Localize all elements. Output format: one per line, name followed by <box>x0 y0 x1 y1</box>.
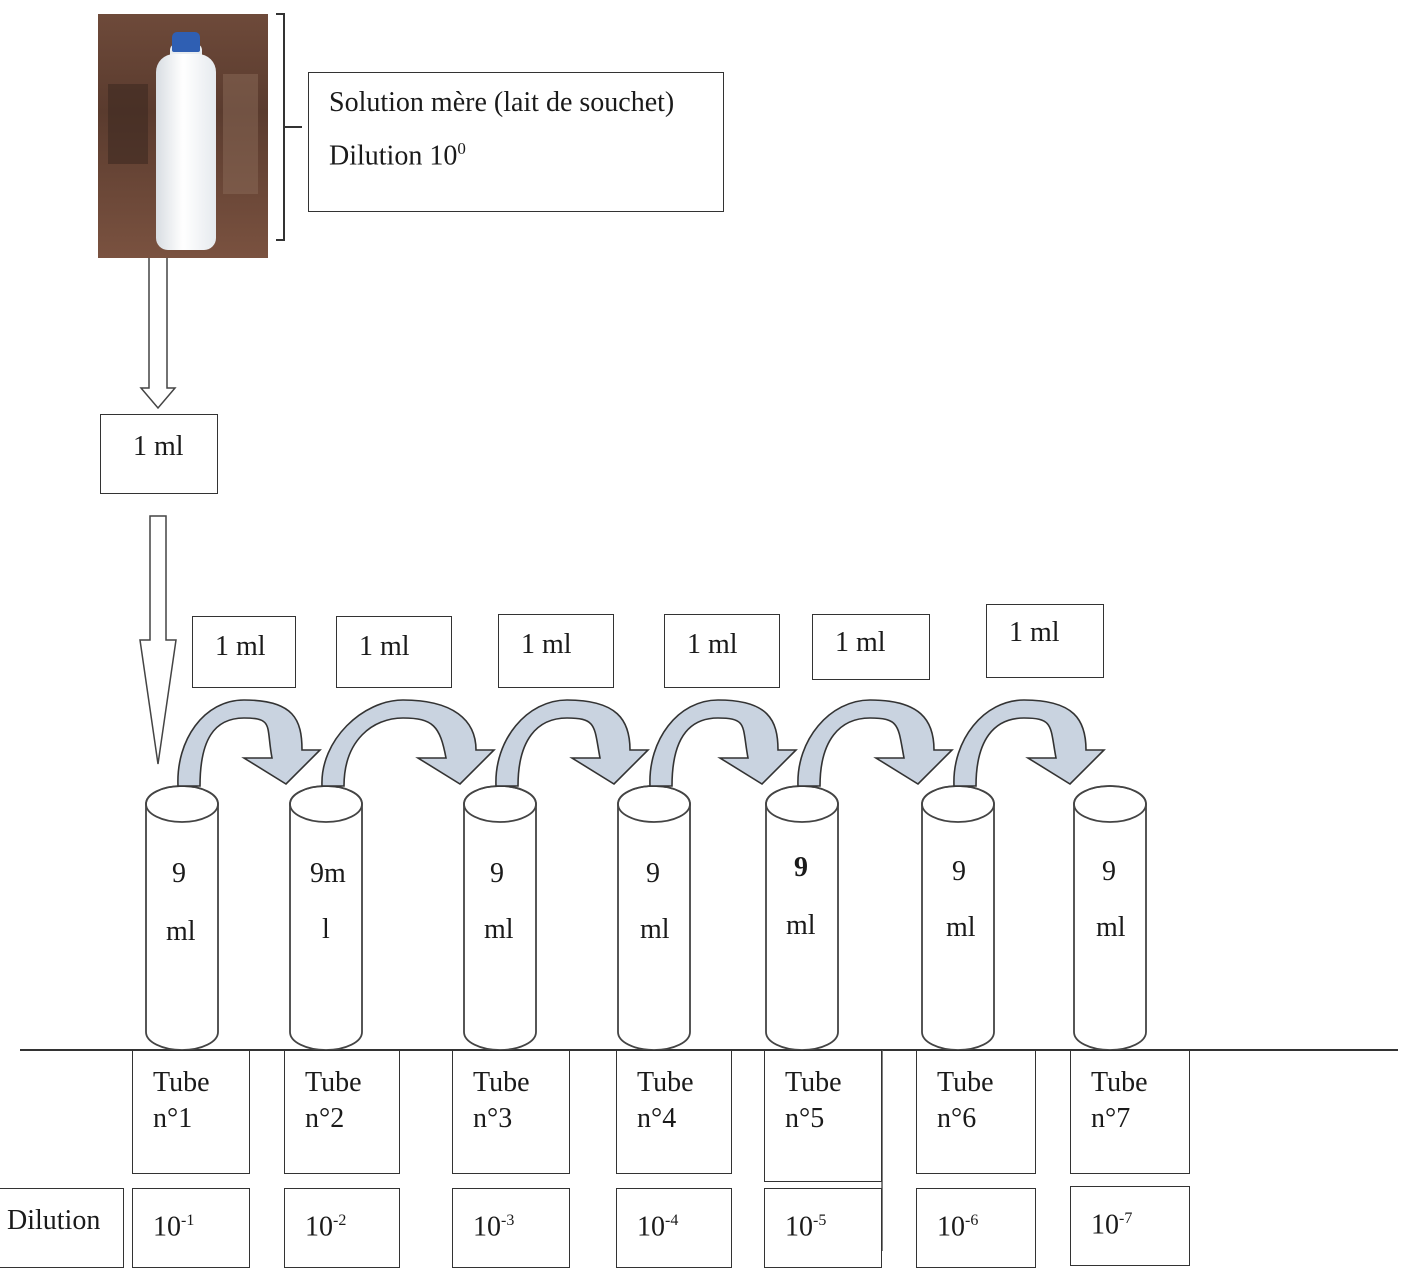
down-arrow-1 <box>139 258 177 410</box>
tube-number: n°5 <box>785 1103 825 1134</box>
tube-7-dilution-cell: 10-7 <box>1070 1186 1190 1266</box>
dilution-exponent: -4 <box>665 1212 679 1229</box>
bottle-cap <box>172 32 200 52</box>
transfer-arrow-2 <box>321 699 496 787</box>
tube-number: n°3 <box>473 1103 513 1134</box>
first-transfer-label: 1 ml <box>133 431 184 462</box>
tube-name: Tube <box>785 1067 842 1098</box>
dilution-row-label: Dilution <box>7 1205 101 1236</box>
tube-number: n°1 <box>153 1103 193 1134</box>
tube-number: n°4 <box>637 1103 677 1134</box>
tube-number: n°6 <box>937 1103 977 1134</box>
tube-1-dilution-cell: 10-1 <box>132 1188 250 1268</box>
tube-4-volume-top: 9 <box>646 858 660 889</box>
tube-5-volume-top: 9 <box>794 852 808 883</box>
dilution-base: 10 <box>785 1211 813 1243</box>
tube-5-volume-bottom: ml <box>786 910 816 941</box>
tube-2-volume-top: 9m <box>310 858 346 889</box>
transfer-arrow-3 <box>495 699 650 787</box>
dilution-row-label-cell: Dilution <box>0 1188 124 1268</box>
dilution-base: 10 <box>473 1211 501 1243</box>
bottle-body <box>156 54 216 250</box>
tube-2-name-cell: Tube n°2 <box>284 1050 400 1174</box>
dilution-base: 10 <box>637 1211 665 1243</box>
dilution-base: 10 <box>305 1211 333 1243</box>
dilution-base: 10 <box>937 1211 965 1243</box>
tube-name: Tube <box>1091 1067 1148 1098</box>
transfer-arrow-1 <box>177 699 322 787</box>
transfer-arrow-4 <box>649 699 798 787</box>
transfer-box-5: 1 ml <box>812 614 930 680</box>
tube-name: Tube <box>637 1067 694 1098</box>
mother-solution-label: Solution mère (lait de souchet) <box>329 87 675 118</box>
dilution-base: 10 <box>153 1211 181 1243</box>
tube-3-volume-bottom: ml <box>484 914 514 945</box>
tube-3-name-cell: Tube n°3 <box>452 1050 570 1174</box>
test-tube-rim <box>1073 785 1147 823</box>
dilution-exponent: -2 <box>333 1212 347 1229</box>
tube-number: n°2 <box>305 1103 345 1134</box>
tube-6-dilution-cell: 10-6 <box>916 1188 1036 1268</box>
background-shade <box>223 74 258 194</box>
transfer-arrows-group <box>177 699 1106 787</box>
tube-4-dilution-cell: 10-4 <box>616 1188 732 1268</box>
tube-1-volume-top: 9 <box>172 858 186 889</box>
tubes-group <box>145 785 1147 1051</box>
transfer-label: 1 ml <box>359 631 410 662</box>
dilution-base: 10 <box>1091 1209 1119 1241</box>
dilution-exponent: -6 <box>965 1212 979 1229</box>
tube-1-name-cell: Tube n°1 <box>132 1050 250 1174</box>
tube-5-dilution-cell: 10-5 <box>764 1188 882 1268</box>
tube-5-name-cell: Tube n°5 <box>764 1050 882 1182</box>
down-arrow-2 <box>139 515 177 765</box>
tube-7-volume-bottom: ml <box>1096 912 1126 943</box>
transfer-label: 1 ml <box>835 627 886 658</box>
tube-name: Tube <box>473 1067 530 1098</box>
transfer-arrow-6 <box>953 699 1106 787</box>
mother-dilution-label: Dilution 100 <box>329 139 466 172</box>
tube-7-volume-top: 9 <box>1102 856 1116 887</box>
dilution-exponent: -3 <box>501 1212 515 1229</box>
dilution-exponent: -1 <box>181 1212 195 1229</box>
background-shade <box>108 84 148 164</box>
tube-6-name-cell: Tube n°6 <box>916 1050 1036 1174</box>
transfer-label: 1 ml <box>215 631 266 662</box>
transfer-box-2: 1 ml <box>336 616 452 688</box>
first-transfer-box: 1 ml <box>100 414 218 494</box>
tube-2-dilution-cell: 10-2 <box>284 1188 400 1268</box>
tube-number: n°7 <box>1091 1103 1131 1134</box>
tube-name: Tube <box>937 1067 994 1098</box>
transfer-box-4: 1 ml <box>664 614 780 688</box>
transfer-box-3: 1 ml <box>498 614 614 688</box>
dilution-exponent: -7 <box>1119 1210 1133 1227</box>
transfer-box-6: 1 ml <box>986 604 1104 678</box>
tube-3-dilution-cell: 10-3 <box>452 1188 570 1268</box>
tube-1-volume-bottom: ml <box>166 916 196 947</box>
tube-6-volume-bottom: ml <box>946 912 976 943</box>
tube-2-volume-bottom: l <box>322 914 330 945</box>
transfer-arrow-5 <box>797 699 954 787</box>
bracket <box>276 13 302 241</box>
tube-4-volume-bottom: ml <box>640 914 670 945</box>
tube-7-name-cell: Tube n°7 <box>1070 1050 1190 1174</box>
tube-6-volume-top: 9 <box>952 856 966 887</box>
transfer-label: 1 ml <box>687 629 738 660</box>
transfer-label: 1 ml <box>521 629 572 660</box>
dilution-exponent: -5 <box>813 1212 827 1229</box>
mother-solution-box: Solution mère (lait de souchet) Dilution… <box>308 72 724 212</box>
tube-name: Tube <box>153 1067 210 1098</box>
transfer-label: 1 ml <box>1009 617 1060 648</box>
tube-3-volume-top: 9 <box>490 858 504 889</box>
transfer-box-1: 1 ml <box>192 616 296 688</box>
tube-name: Tube <box>305 1067 362 1098</box>
milk-bottle-photo <box>98 14 268 258</box>
tube-4-name-cell: Tube n°4 <box>616 1050 732 1174</box>
